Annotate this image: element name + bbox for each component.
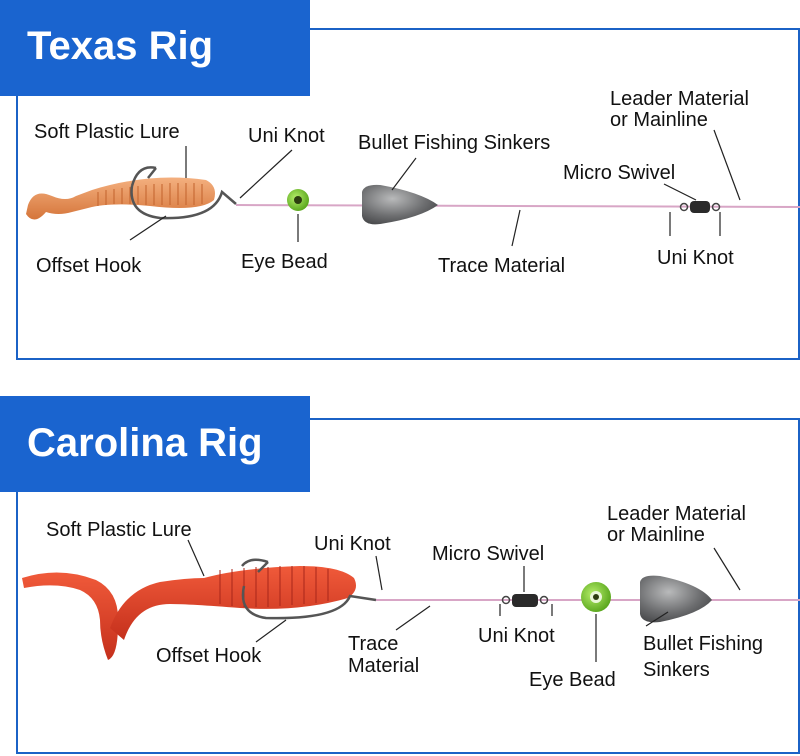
- carolina-label-leader-line1: Leader Material: [607, 503, 746, 525]
- carolina-label-leader-line2: or Mainline: [607, 524, 705, 546]
- carolina-callout-leader: [713, 547, 741, 591]
- texas-callout-sinkers: [391, 157, 417, 191]
- carolina-offset-hook: [241, 558, 377, 620]
- texas-rig-drawing: Soft Plastic Lure Uni Knot Bullet Fishin…: [26, 88, 800, 277]
- carolina-label-uni-knot-2: Uni Knot: [478, 625, 555, 647]
- texas-callout-hook: [129, 215, 167, 241]
- carolina-callout-trace: [395, 605, 431, 631]
- texas-label-micro-swivel: Micro Swivel: [563, 162, 675, 184]
- carolina-label-offset-hook: Offset Hook: [156, 645, 262, 667]
- carolina-rig-title: Carolina Rig: [0, 396, 310, 492]
- texas-rig-title: Texas Rig: [0, 0, 310, 96]
- texas-bullet-sinker: [362, 184, 438, 225]
- texas-label-uni-knot-2: Uni Knot: [657, 247, 734, 269]
- texas-label-leader-line1: Leader Material: [610, 88, 749, 110]
- texas-main-line: [235, 204, 800, 208]
- carolina-rig-drawing: Soft Plastic Lure Uni Knot Micro Swivel …: [22, 503, 800, 691]
- texas-label-eye-bead: Eye Bead: [241, 251, 328, 273]
- texas-label-uni-knot-1: Uni Knot: [248, 125, 325, 147]
- texas-callout-uni-knot-1: [239, 149, 293, 199]
- texas-label-trace-material: Trace Material: [438, 255, 565, 277]
- texas-offset-hook: [130, 166, 237, 220]
- carolina-label-uni-knot-1: Uni Knot: [314, 533, 391, 555]
- carolina-label-micro-swivel: Micro Swivel: [432, 543, 544, 565]
- texas-micro-swivel: [679, 201, 721, 213]
- carolina-label-sinkers-line2: Sinkers: [643, 659, 710, 681]
- carolina-soft-plastic-lure: [22, 566, 356, 660]
- carolina-callout-sinkers: [645, 611, 669, 627]
- texas-eye-bead: [287, 189, 309, 211]
- carolina-callout-hook: [255, 619, 287, 643]
- texas-callout-swivel: [663, 183, 697, 201]
- texas-label-leader-line2: or Mainline: [610, 109, 708, 131]
- carolina-micro-swivel: [501, 594, 549, 607]
- carolina-bullet-sinker: [640, 575, 712, 623]
- carolina-label-trace-line1: Trace: [348, 633, 398, 655]
- carolina-label-soft-plastic-lure: Soft Plastic Lure: [46, 519, 192, 541]
- carolina-label-trace-line2: Material: [348, 655, 419, 677]
- texas-label-soft-plastic-lure: Soft Plastic Lure: [34, 121, 180, 143]
- carolina-callout-uni-knot-1: [375, 555, 383, 591]
- carolina-callout-lure: [187, 539, 205, 577]
- texas-label-offset-hook: Offset Hook: [36, 255, 142, 277]
- carolina-label-eye-bead: Eye Bead: [529, 669, 616, 691]
- texas-label-bullet-sinkers: Bullet Fishing Sinkers: [358, 132, 550, 154]
- carolina-label-sinkers-line1: Bullet Fishing: [643, 633, 763, 655]
- texas-soft-plastic-lure: [26, 177, 215, 220]
- texas-callout-leader: [713, 129, 741, 201]
- carolina-eye-bead: [581, 582, 611, 612]
- texas-callout-trace: [511, 209, 521, 247]
